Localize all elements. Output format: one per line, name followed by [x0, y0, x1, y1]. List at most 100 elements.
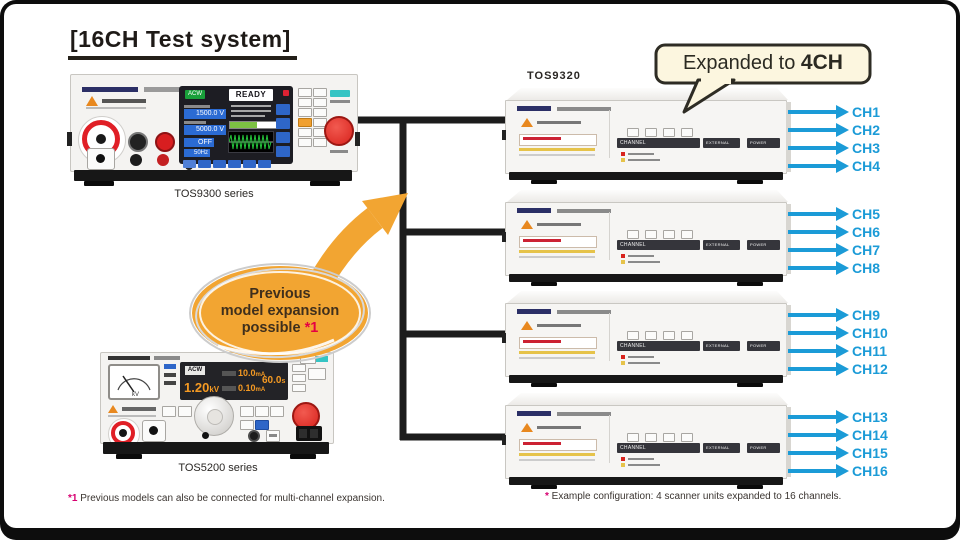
- tester-upper-limit: 10.0mA: [222, 368, 265, 378]
- channel-arrow: CH4: [788, 158, 881, 174]
- analyzer-left-handle: [67, 132, 72, 146]
- brand-logo: [82, 87, 138, 92]
- scanner-warning-icon: [521, 220, 533, 229]
- tester-voltage: 1.20kV: [184, 380, 220, 395]
- screen-voltage-value: 1500.0 V: [184, 109, 226, 119]
- footnote-ref: *1: [304, 320, 319, 336]
- channel-arrow: CH5: [788, 206, 880, 222]
- arrow-right-icon: [836, 141, 849, 155]
- danger-label: [102, 99, 146, 103]
- arrow-right-icon: [836, 159, 849, 173]
- arrow-right-icon: [836, 243, 849, 257]
- arrow-right-icon: [836, 326, 849, 340]
- channel-label: CH7: [852, 242, 881, 258]
- tester-aux-connector: [202, 432, 209, 439]
- channel-arrow: CH13: [788, 409, 888, 425]
- arrow-right-icon: [836, 362, 849, 376]
- scanner-warning-icon: [521, 118, 533, 127]
- badge-line-3: possible *1: [241, 320, 319, 336]
- screen-offset-value: OFF: [184, 138, 214, 147]
- power-switch: [296, 426, 322, 441]
- channel-label: CH9: [852, 307, 881, 323]
- black-terminal: [128, 132, 148, 152]
- bubble-text: Expanded to 4CH: [683, 51, 843, 74]
- channel-label: CH4: [852, 158, 881, 174]
- channel-arrow: CH14: [788, 427, 888, 443]
- screen-frequency-value: 50Hz: [184, 149, 210, 157]
- arrow-right-icon: [836, 308, 849, 322]
- scanner-brand-logo: [517, 106, 551, 111]
- channel-arrow: CH1: [788, 104, 881, 120]
- channel-label: CH8: [852, 260, 881, 276]
- footnote-left-marker: *1: [68, 493, 78, 504]
- channel-arrow: CH2: [788, 122, 880, 138]
- shift-key-orange: [298, 118, 312, 127]
- meter-range-chip: [164, 364, 176, 369]
- arrow-right-icon: [836, 105, 849, 119]
- black-terminal-2: [130, 154, 142, 166]
- footnote-left: *1 Previous models can also be connected…: [68, 493, 385, 504]
- channel-arrow: CH10: [788, 325, 888, 341]
- tester-timer: 60.0s: [262, 375, 286, 386]
- channel-label: CH12: [852, 361, 888, 377]
- analyzer-right-handle: [355, 132, 360, 146]
- power-strip: POWER: [747, 443, 780, 453]
- channel-arrow: CH11: [788, 343, 887, 359]
- analyzer-base: [74, 170, 352, 181]
- channel-arrow: CH3: [788, 140, 881, 156]
- tester-status-led: [316, 356, 328, 362]
- aux-jack: [96, 154, 105, 163]
- model-label: [144, 87, 184, 92]
- main-knob: [194, 396, 234, 436]
- scanner-brand-logo: [517, 411, 551, 416]
- screen-menu-button-3: [276, 132, 290, 143]
- power-strip: POWER: [747, 138, 780, 148]
- scanner-danger-label: [519, 337, 597, 349]
- screen-limit-value: 5000.0 V: [184, 125, 226, 135]
- channel-label: CH3: [852, 140, 881, 156]
- status-led: [330, 90, 350, 97]
- warning-icon: [86, 96, 98, 106]
- waveform-graph: [228, 131, 274, 153]
- channel-arrow: CH15: [788, 445, 888, 461]
- channel-arrow: CH7: [788, 242, 881, 258]
- hipot-tester-device: kV ACW 1.20kV 10.0mA 0.10mA 60.0s: [100, 348, 336, 468]
- scanner-danger-label: [519, 236, 597, 248]
- channel-arrow: CH12: [788, 361, 888, 377]
- usb-connector: [266, 430, 280, 442]
- safety-analyzer-device: ACW READY 1500.0 V 5000.0 V OFF 50Hz: [67, 72, 360, 192]
- arrow-right-icon: [836, 261, 849, 275]
- screen-tab-2: [198, 160, 211, 168]
- channel-strip: CHANNEL: [617, 138, 700, 148]
- scanner-brand-logo: [517, 309, 551, 314]
- scanner-unit-2: CHANNEL EXTERNAL POWER: [502, 190, 797, 288]
- channel-label: CH13: [852, 409, 888, 425]
- external-strip: EXTERNAL: [703, 240, 740, 250]
- screen-alert-dot: [283, 90, 289, 96]
- scanner-danger-label: [519, 134, 597, 146]
- screen-tab-5: [243, 160, 256, 168]
- arrow-right-icon: [836, 207, 849, 221]
- hv-terminal-center: [96, 134, 106, 144]
- status-ready: READY: [229, 89, 273, 101]
- scanner-warning-icon: [521, 423, 533, 432]
- scanner-warning-icon: [521, 321, 533, 330]
- channel-label: CH1: [852, 104, 881, 120]
- scanner-brand-logo: [517, 208, 551, 213]
- arrow-right-icon: [836, 410, 849, 424]
- mode-badge: ACW: [185, 90, 205, 99]
- arrow-right-icon: [836, 464, 849, 478]
- arrow-right-icon: [836, 123, 849, 137]
- footnote-right-marker: *: [545, 491, 549, 502]
- bubble-highlight: 4CH: [800, 51, 843, 74]
- channel-label: CH15: [852, 445, 888, 461]
- tester-lower-limit: 0.10mA: [222, 383, 265, 393]
- channel-arrow: CH6: [788, 224, 881, 240]
- channel-label: CH6: [852, 224, 881, 240]
- screen-menu-button-1: [276, 104, 290, 115]
- screen-menu-button-4: [276, 146, 290, 157]
